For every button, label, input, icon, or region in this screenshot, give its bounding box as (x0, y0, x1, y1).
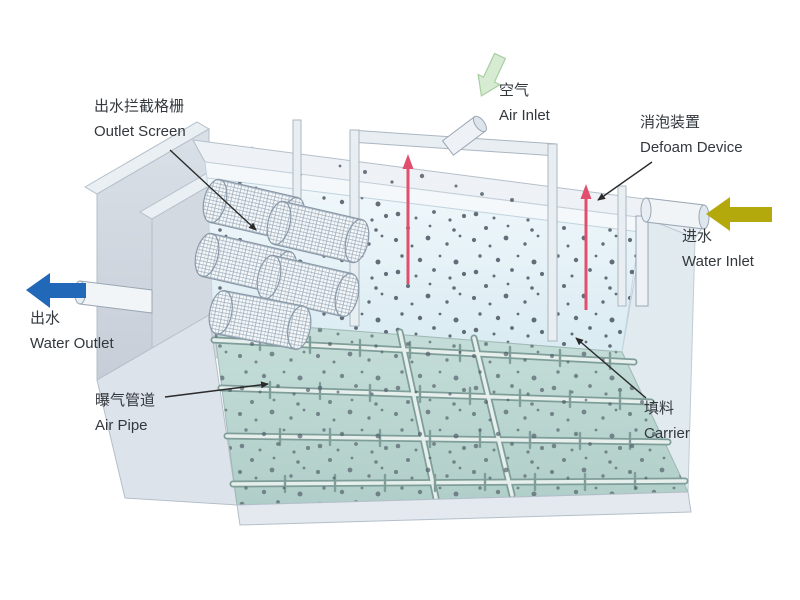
defoam-rod-arrowhead-icon (580, 184, 592, 199)
label-water-inlet-zh: 进水 (682, 228, 713, 245)
water-inlet-pipe-end (698, 204, 710, 230)
tank-base-slab (236, 491, 692, 526)
leader-air-pipe-arrow (164, 381, 269, 398)
label-water-outlet-en: Water Outlet (30, 335, 114, 352)
frame-right-post (547, 143, 558, 342)
label-outlet-screen: 出水拦截格栅 Outlet Screen (94, 94, 186, 144)
label-outlet-screen-en: Outlet Screen (94, 123, 186, 140)
label-defoam-device: 消泡装置 Defoam Device (640, 110, 743, 160)
air-inlet-pipe (441, 115, 487, 156)
water-inlet-pipe (640, 197, 710, 230)
air-inlet-pipe-mouth (472, 115, 487, 133)
right-scaffold-post (617, 185, 627, 307)
water-inlet-arrow-icon (706, 197, 772, 231)
defoam-rod-arrowhead-icon (402, 154, 414, 169)
air-inlet-arrow-icon (477, 52, 507, 97)
label-defoam-device-en: Defoam Device (640, 139, 743, 156)
carrier-dots-floor (213, 320, 688, 505)
leader-outlet-screen-arrow (169, 149, 257, 231)
leader-carrier-arrow (575, 337, 647, 399)
label-carrier-en: Carrier (644, 425, 690, 442)
water-inlet-drop-pipe (635, 215, 649, 307)
label-air-inlet-zh: 空气 (499, 82, 530, 99)
label-water-inlet-en: Water Inlet (682, 253, 754, 270)
label-air-pipe-zh: 曝气管道 (95, 392, 156, 409)
label-air-inlet-en: Air Inlet (499, 107, 550, 124)
label-carrier: 填料 Carrier (644, 396, 690, 446)
label-water-outlet-zh: 出水 (30, 310, 61, 327)
label-air-pipe-en: Air Pipe (95, 417, 148, 434)
label-defoam-device-zh: 消泡装置 (640, 114, 701, 131)
label-outlet-screen-zh: 出水拦截格栅 (94, 98, 185, 115)
leader-defoam-arrow (597, 161, 653, 201)
back-post (292, 119, 302, 203)
defoam-device-2 (580, 184, 592, 310)
defoam-device-1 (402, 154, 414, 284)
label-water-outlet: 出水 Water Outlet (30, 306, 114, 356)
label-carrier-zh: 填料 (644, 400, 675, 417)
label-air-pipe: 曝气管道 Air Pipe (95, 388, 155, 438)
leader-arrows (164, 149, 653, 399)
water-outlet-arrow-icon (26, 273, 86, 308)
water-inlet-pipe-mouth (640, 197, 652, 223)
label-water-inlet: 进水 Water Inlet (682, 224, 754, 274)
label-air-inlet: 空气 Air Inlet (499, 78, 550, 128)
